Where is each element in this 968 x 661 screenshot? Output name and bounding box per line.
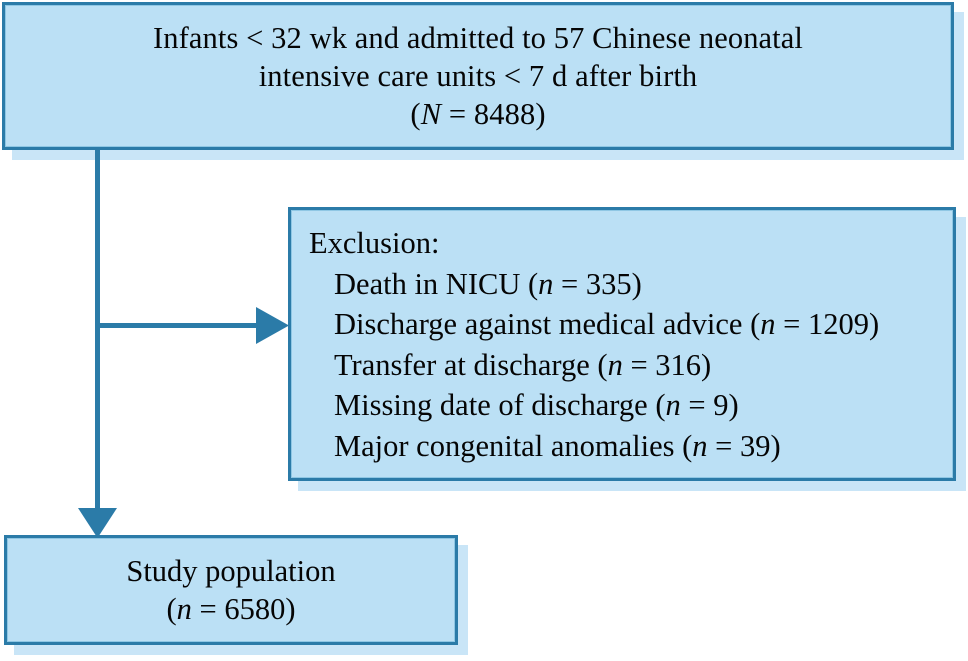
exclusion-item-death-in-nicu: Death in NICU (n = 335) [334, 266, 642, 301]
enrollment-line-1: Infants < 32 wk and admitted to 57 Chine… [153, 21, 803, 55]
exclusion-item-missing-date-of-discharge: Missing date of discharge (n = 9) [334, 388, 739, 422]
study-population-count-prefix: ( [166, 592, 177, 626]
study-population-count-equals: = [191, 592, 225, 626]
arrowhead-down-icon [78, 508, 117, 538]
exclusion-box: Exclusion: Death in NICU (n = 335) Disch… [288, 207, 956, 481]
exclusion-item-value: 1209 [807, 307, 869, 341]
enrollment-count-value: 8488 [473, 97, 536, 131]
study-population-count: (n = 6580) [166, 590, 295, 628]
exclusion-item-symbol: n [692, 428, 708, 463]
connector-enrollment-to-population [78, 150, 117, 538]
exclusion-item-label: Death in NICU [334, 266, 521, 301]
study-population-label: Study population [126, 554, 336, 588]
study-population-count-symbol: n [176, 592, 192, 626]
exclusion-item-label: Missing date of discharge [334, 388, 648, 422]
exclusion-item-label: Transfer at discharge [334, 347, 590, 382]
study-population-box: Study population (n = 6580) [4, 535, 458, 645]
exclusion-item-symbol: n [538, 266, 554, 301]
exclusion-item-value: 316 [655, 347, 702, 382]
enrollment-box: Infants < 32 wk and admitted to 57 Chine… [2, 2, 954, 150]
enrollment-count-equals: = [441, 97, 474, 131]
exclusion-item-label: Major congenital anomalies [334, 428, 675, 463]
enrollment-count-symbol: N [420, 97, 442, 131]
exclusion-item-value: 335 [585, 266, 632, 301]
exclusion-item-symbol: n [665, 388, 681, 422]
enrollment-count: (N = 8488) [410, 95, 545, 133]
exclusion-title: Exclusion: [309, 226, 440, 260]
study-population-count-suffix: ) [285, 592, 296, 626]
exclusion-item-major-congenital-anomalies: Major congenital anomalies (n = 39) [334, 428, 781, 463]
exclusion-item-symbol: n [760, 307, 776, 341]
study-population-count-value: 6580 [224, 592, 286, 626]
exclusion-item-value: 39 [739, 428, 771, 463]
arrowhead-right-icon [256, 307, 289, 344]
exclusion-item-symbol: n [607, 347, 623, 382]
enrollment-count-suffix: ) [535, 97, 546, 131]
exclusion-item-label: Discharge against medical advice [334, 307, 743, 341]
enrollment-count-prefix: ( [410, 97, 421, 131]
enrollment-line-2: intensive care units < 7 d after birth [258, 59, 698, 93]
exclusion-item-transfer-at-discharge: Transfer at discharge (n = 316) [334, 347, 712, 382]
exclusion-item-value: 9 [713, 388, 729, 422]
connector-enrollment-to-exclusion [97, 307, 289, 344]
exclusion-item-discharge-against-medical-advice: Discharge against medical advice (n = 12… [334, 307, 880, 341]
